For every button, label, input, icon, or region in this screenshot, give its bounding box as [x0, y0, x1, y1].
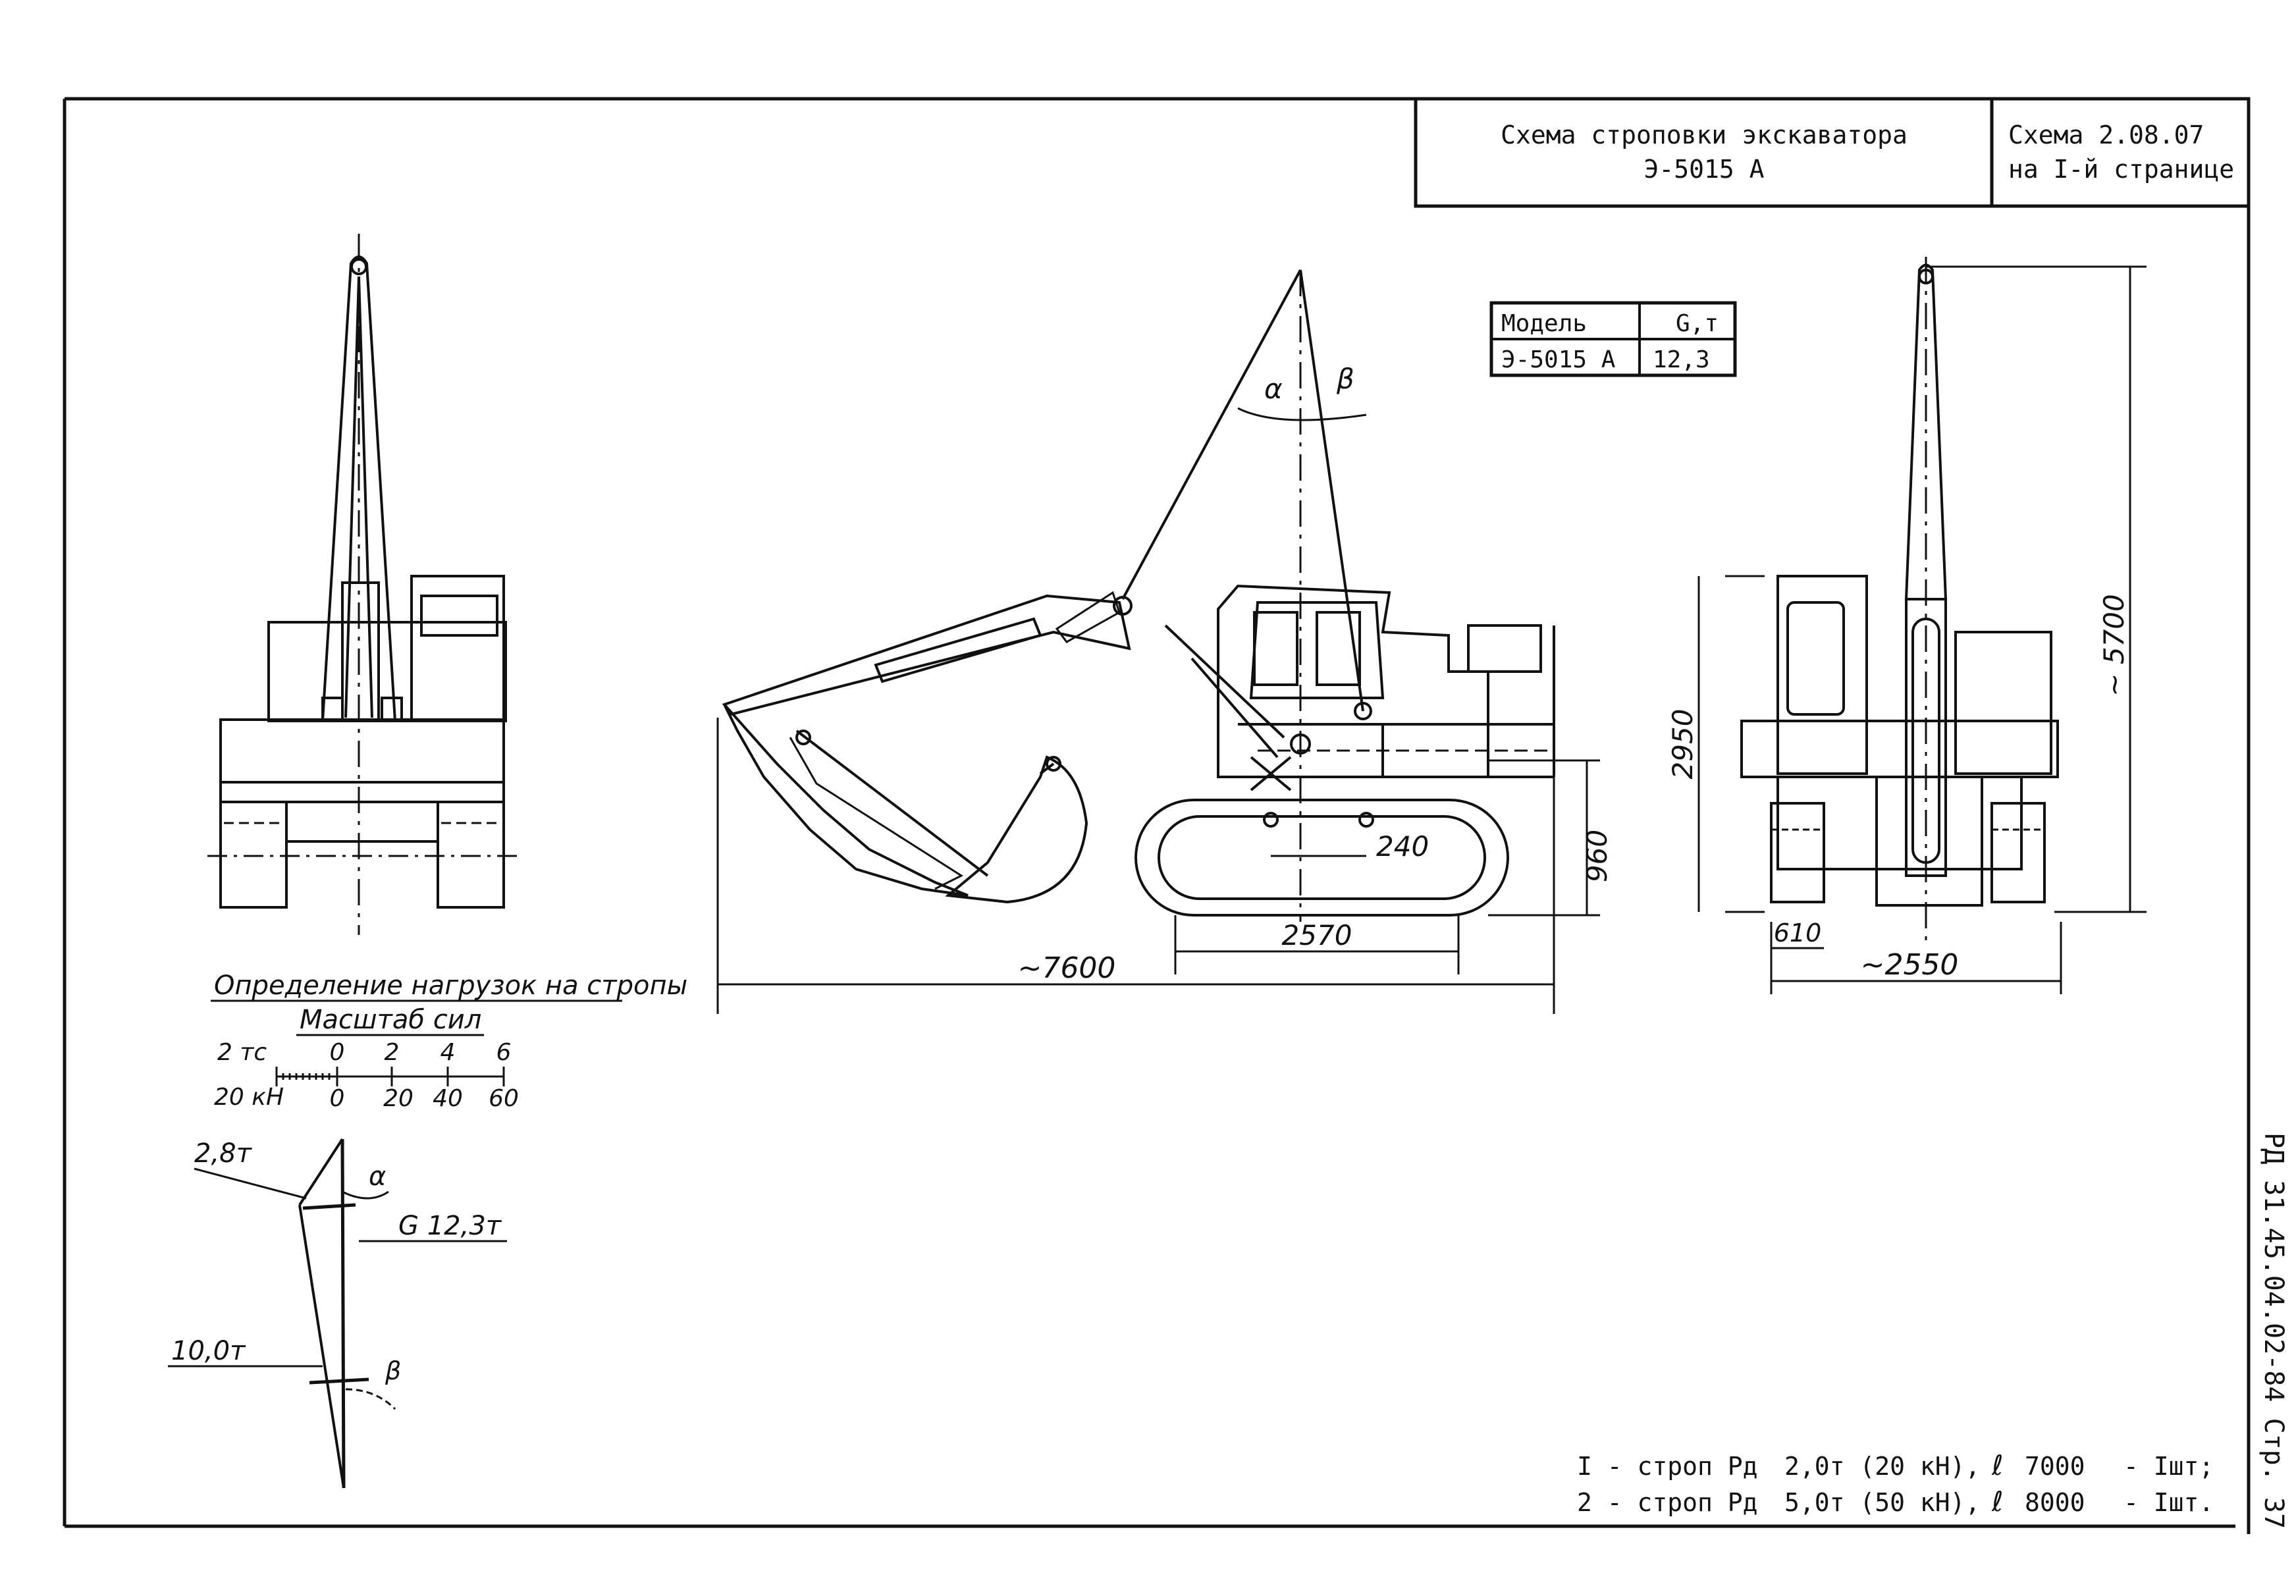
dim-cab-height: 2950: [1667, 709, 1699, 780]
sling-spec: I - строп Рд 2,0т (20 кН), ℓ 7000 - Iшт;…: [1577, 1449, 2214, 1518]
table-header-mass: G,т: [1676, 310, 1719, 337]
tick-kn-0: 0: [330, 1085, 345, 1112]
dim-track-base: 2570: [1282, 919, 1352, 951]
dim-track-width: 610: [1774, 918, 1822, 947]
sling-1-len-sym: ℓ: [1991, 1449, 2003, 1481]
scale-bar: [275, 1067, 505, 1086]
sheet-border: [63, 97, 2251, 1534]
dim-side-length: ~7600: [1018, 951, 1116, 985]
front-view-excavator: [207, 234, 517, 935]
tick-kn-1: 20: [383, 1085, 414, 1112]
unit-kn: 20 кН: [214, 1084, 284, 1111]
force-subheading: Масштаб сил: [300, 1005, 481, 1035]
dimension-lines: [716, 265, 2147, 1014]
sling-1-prefix: I - строп Рд: [1577, 1452, 1758, 1481]
force-label-b: 10,0т: [171, 1336, 246, 1366]
sling-2-prefix: 2 - строп Рд: [1577, 1488, 1758, 1517]
sling-1-load: 2,0т (20 кН),: [1784, 1452, 1980, 1481]
table-header-model: Модель: [1501, 310, 1587, 337]
sling-1-length: 7000: [2025, 1452, 2085, 1481]
force-scale: Определение нагрузок на стропы Масштаб с…: [211, 971, 687, 1112]
sling-2-length: 8000: [2025, 1488, 2085, 1517]
force-label-a: 2,8т: [194, 1138, 253, 1169]
tick-tc-1: 2: [385, 1039, 400, 1066]
force-triangle: [168, 1138, 507, 1489]
tick-kn-3: 60: [489, 1085, 519, 1112]
force-angle-alpha: α: [369, 1161, 386, 1192]
tick-tc-0: 0: [330, 1039, 345, 1066]
tick-kn-2: 40: [433, 1085, 463, 1112]
model-table: Модель G,т Э-5015 А 12,3: [1489, 301, 1737, 377]
dim-track-height: 960: [1581, 830, 1613, 882]
document-stamp: РД 31.45.04.02-84 Стр. 37: [2258, 1132, 2289, 1529]
title-line-2: Э-5015 А: [1643, 155, 1764, 184]
force-label-g: G 12,3т: [398, 1211, 502, 1241]
ref-line-2: на I-й странице: [2008, 155, 2234, 184]
ref-line-1: Схема 2.08.07: [2008, 120, 2204, 149]
tick-tc-2: 4: [441, 1039, 456, 1066]
dim-total-height: ~ 5700: [2098, 594, 2130, 696]
sling-1-qty: - Iшт;: [2123, 1452, 2214, 1481]
title-block: Схема строповки экскаватора Э-5015 А Схе…: [1414, 97, 2251, 208]
sling-2-load: 5,0т (50 кН),: [1784, 1488, 1980, 1517]
table-row-model: Э-5015 А: [1501, 346, 1616, 373]
dim-rear-width: ~2550: [1861, 948, 1959, 982]
angle-alpha-label: α: [1264, 373, 1283, 405]
sling-2-len-sym: ℓ: [1991, 1485, 2003, 1518]
sling-2-qty: - Iшт.: [2123, 1488, 2214, 1517]
force-angle-beta: β: [385, 1356, 401, 1385]
unit-tc: 2 тс: [217, 1039, 267, 1066]
force-heading: Определение нагрузок на стропы: [214, 971, 687, 1001]
table-row-mass: 12,3: [1653, 346, 1710, 373]
rear-view-excavator: [1740, 257, 2059, 948]
dim-offset: 240: [1376, 830, 1429, 863]
side-view-excavator: [722, 269, 1555, 922]
angle-beta-label: β: [1336, 363, 1354, 395]
tick-tc-3: 6: [496, 1039, 512, 1066]
title-line-1: Схема строповки экскаватора: [1501, 120, 1908, 149]
